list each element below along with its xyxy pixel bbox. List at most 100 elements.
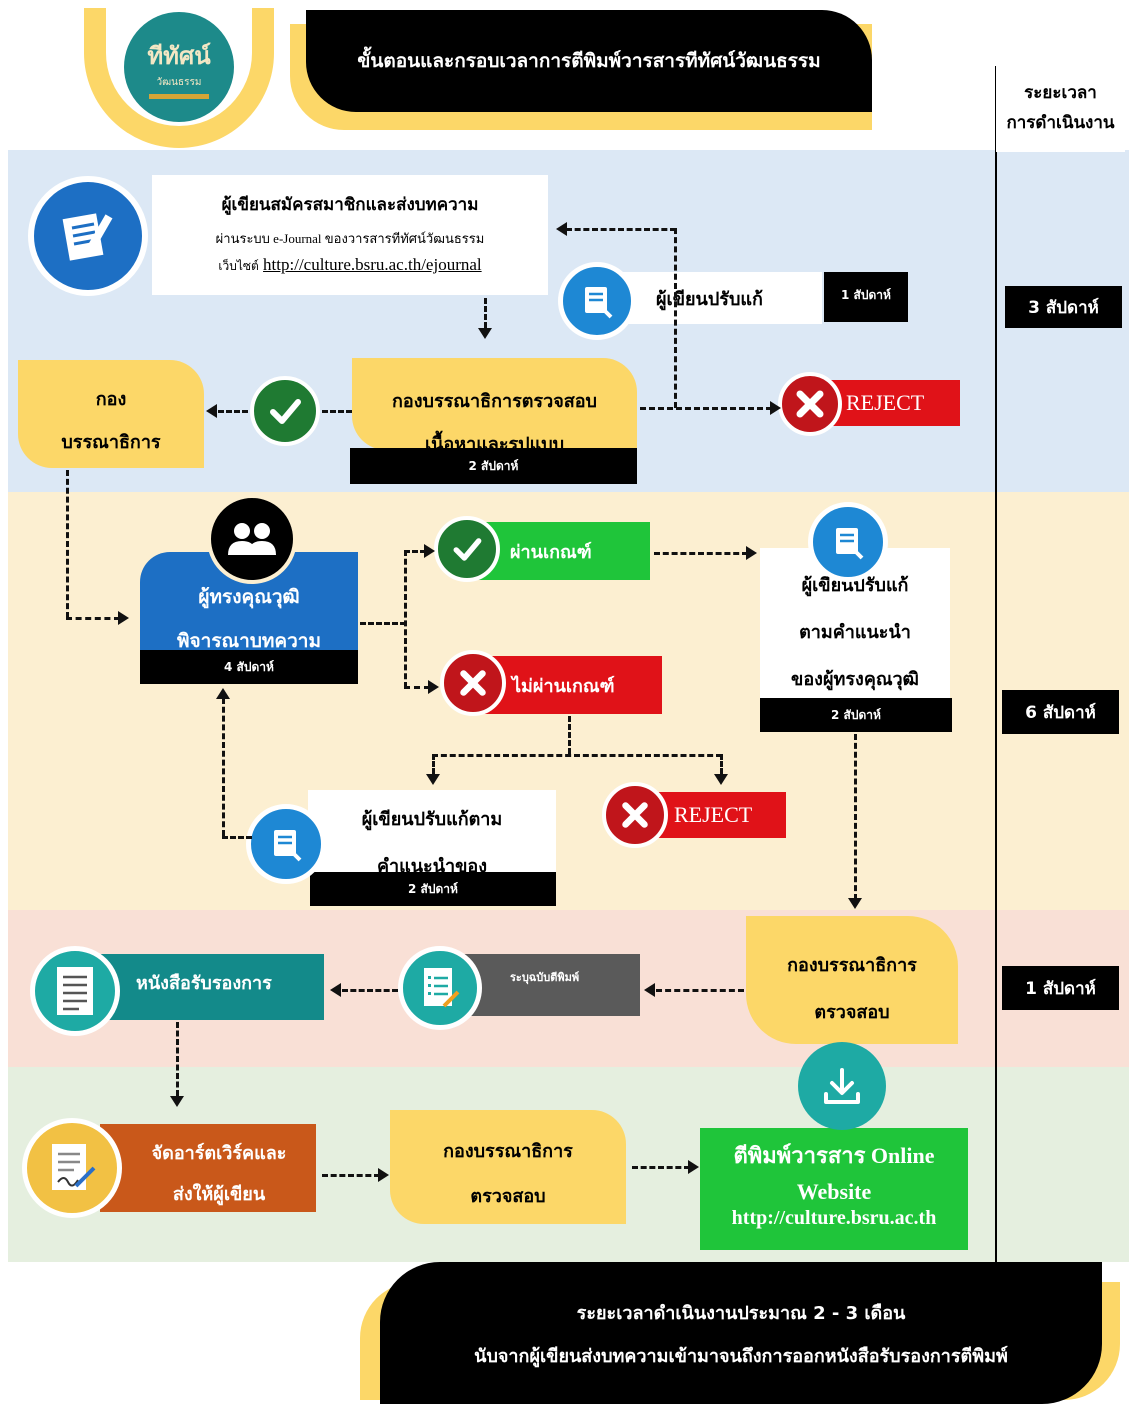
- timeline-stage2: 6 สัปดาห์: [1002, 690, 1119, 734]
- timeline-header-line1: ระยะเวลา: [1024, 83, 1097, 103]
- arrow-left: [330, 983, 341, 997]
- submission-url[interactable]: http://culture.bsru.ac.th/ejournal: [263, 255, 482, 274]
- logo-subtext: วัฒนธรรม: [156, 76, 202, 88]
- arrow-up: [216, 688, 230, 699]
- final-editorial-box: กองบรรณาธิการ ตรวจสอบ: [390, 1110, 626, 1224]
- issue-label: ระบุฉบับตีพิมพ์: [510, 971, 580, 984]
- submission-line2: ผ่านระบบ e-Journal ของวารสารทีทัศน์วัฒนธ…: [215, 231, 485, 246]
- document-icon: [30, 946, 120, 1036]
- reviewer-time: 4 สัปดาห์: [140, 650, 358, 684]
- logo: ทีทัศน์ วัฒนธรรม: [84, 8, 274, 148]
- pass-box: ผ่านเกณฑ์: [470, 522, 650, 580]
- connector: [322, 410, 352, 413]
- connector: [656, 989, 744, 992]
- editorial-check-time: 2 สัปดาห์: [350, 448, 637, 484]
- editorial-box: กอง บรรณาธิการ: [18, 360, 204, 468]
- arrow-down: [170, 1096, 184, 1107]
- publish-box: ตีพิมพ์วารสาร Online Website http://cult…: [700, 1128, 968, 1250]
- arrow-down: [426, 774, 440, 785]
- arrow-right: [424, 544, 435, 558]
- timeline-divider: [995, 66, 997, 1266]
- submission-title: ผู้เขียนสมัครสมาชิกและส่งบทความ: [221, 195, 479, 215]
- pass-check-icon: [434, 516, 500, 582]
- submission-box: ผู้เขียนสมัครสมาชิกและส่งบทความ ผ่านระบบ…: [152, 175, 548, 295]
- footer-box: ระยะเวลาดำเนินงานประมาณ 2 - 3 เดือน นับจ…: [380, 1262, 1102, 1404]
- connector: [632, 1166, 690, 1169]
- connector: [404, 550, 407, 688]
- connector: [176, 1022, 179, 1096]
- connector: [568, 716, 571, 754]
- logo-text: ทีทัศน์: [147, 41, 211, 70]
- connector: [360, 622, 406, 625]
- arrow-right: [118, 611, 129, 625]
- fail-label: ไม่ผ่านเกณฑ์: [512, 675, 615, 697]
- publish-url[interactable]: http://culture.bsru.ac.th: [731, 1207, 937, 1229]
- connector: [218, 410, 248, 413]
- connector: [484, 298, 487, 328]
- connector: [66, 617, 120, 620]
- reviewer-revise-line2: ตามคำแนะนำ: [799, 622, 911, 643]
- users-icon: [207, 494, 297, 584]
- editorial-check-box: กองบรรณาธิการตรวจสอบ เนื้อหาและรูปแบบ: [352, 358, 637, 450]
- edit-document-icon: [808, 502, 888, 582]
- logo-badge: ทีทัศน์ วัฒนธรรม: [124, 12, 234, 122]
- check-icon: [250, 376, 320, 446]
- download-icon: [798, 1042, 886, 1130]
- certificate-box: หนังสือรับรองการ: [100, 954, 324, 1020]
- reject-x-icon: [778, 372, 842, 436]
- editorial-check-line1: กองบรรณาธิการตรวจสอบ: [392, 391, 597, 412]
- final-editorial-line1: กองบรรณาธิการ: [443, 1141, 573, 1162]
- artwork-line2: ส่งให้ผู้เขียน: [172, 1184, 266, 1205]
- connector: [432, 754, 722, 757]
- author-revise-label: ผู้เขียนปรับแก้: [656, 288, 763, 310]
- fail-x-icon: [440, 650, 506, 716]
- connector: [404, 686, 430, 689]
- arrow-right: [688, 1160, 699, 1174]
- author-revise2-box: ผู้เขียนปรับแก้ตาม คำแนะนำของ: [308, 790, 556, 874]
- certificate-label: หนังสือรับรองการ: [136, 973, 272, 994]
- connector: [222, 836, 252, 839]
- arrow-right: [746, 546, 757, 560]
- artwork-line1: จัดอาร์ตเวิร์คและ: [151, 1143, 287, 1164]
- connector: [432, 754, 435, 774]
- connector: [720, 754, 723, 774]
- arrow-down: [478, 328, 492, 339]
- author-revise2-line1: ผู้เขียนปรับแก้ตาม: [361, 809, 503, 830]
- connector: [342, 989, 398, 992]
- document-edit-icon: [28, 176, 148, 296]
- reject-label: REJECT: [846, 390, 925, 415]
- edit-document-icon: [558, 262, 636, 340]
- editorial-review-box: กองบรรณาธิการ ตรวจสอบ: [746, 916, 958, 1044]
- reviewer-line2: พิจารณาบทความ: [177, 630, 321, 652]
- arrow-left: [206, 404, 217, 418]
- reviewer-line1: ผู้ทรงคุณวุฒิ: [198, 586, 300, 608]
- connector: [674, 228, 677, 408]
- author-revise-time: 1 สัปดาห์: [824, 272, 908, 322]
- author-revise2-time: 2 สัปดาห์: [310, 872, 556, 906]
- connector: [404, 550, 426, 553]
- publish-line2: Website: [796, 1179, 872, 1204]
- arrow-left: [644, 983, 655, 997]
- connector: [640, 407, 772, 410]
- timeline-stage3: 1 สัปดาห์: [1002, 966, 1119, 1010]
- page-title-box: ขั้นตอนและกรอบเวลาการตีพิมพ์วารสารทีทัศน…: [306, 10, 872, 112]
- checklist-icon: [398, 946, 482, 1030]
- connector: [566, 228, 676, 231]
- footer-line2: นับจากผู้เขียนส่งบทความเข้ามาจนถึงการออก…: [474, 1346, 1008, 1367]
- arrow-right: [428, 680, 439, 694]
- submission-site: เว็บไซต์ http://culture.bsru.ac.th/ejour…: [152, 255, 548, 276]
- timeline-header: ระยะเวลา การดำเนินงาน: [996, 66, 1125, 152]
- connector: [854, 734, 857, 900]
- publish-line1: ตีพิมพ์วารสาร Online: [733, 1143, 935, 1168]
- editorial-label1: กอง: [95, 389, 127, 410]
- connector: [654, 552, 748, 555]
- reviewer-revise-line3: ของผู้ทรงคุณวุฒิ: [791, 669, 919, 690]
- timeline-header-line2: การดำเนินงาน: [1006, 113, 1115, 133]
- artwork-box: จัดอาร์ตเวิร์คและ ส่งให้ผู้เขียน: [100, 1124, 316, 1212]
- edit-document-icon: [246, 804, 326, 884]
- reviewer-revise-line1: ผู้เขียนปรับแก้: [801, 575, 909, 596]
- page-title: ขั้นตอนและกรอบเวลาการตีพิมพ์วารสารทีทัศน…: [357, 50, 821, 72]
- editorial-review-line1: กองบรรณาธิการ: [787, 955, 917, 976]
- arrow-down: [848, 898, 862, 909]
- editorial-review-line2: ตรวจสอบ: [814, 1002, 890, 1023]
